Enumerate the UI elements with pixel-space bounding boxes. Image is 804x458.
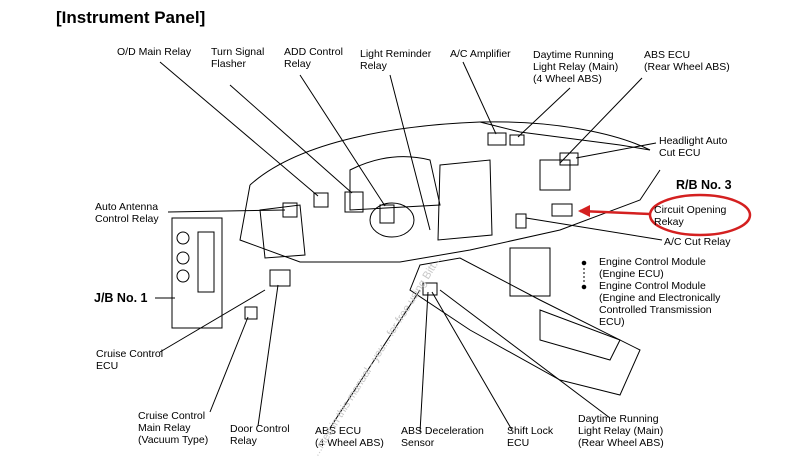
circuit-relay-part: [551, 203, 573, 217]
center-stack: [437, 159, 493, 241]
label-light-reminder-relay: Light Reminder Relay: [360, 48, 432, 72]
label-rb-no3: R/B No. 3: [676, 178, 732, 192]
dash-lower-outline: [239, 169, 661, 263]
label-cruise-control-ecu: Cruise Control ECU: [96, 348, 164, 372]
jb1-body: [171, 217, 223, 329]
dash-top-outline: [249, 121, 651, 186]
label-abs-decel-sensor: ABS Deceleration Sensor: [401, 425, 484, 449]
abs-rear-part: [539, 159, 571, 191]
label-drl-relay-rear-abs: Daytime Running Light Relay (Main) (Rear…: [578, 413, 664, 449]
flasher: [344, 191, 364, 213]
console: [409, 257, 641, 396]
add-relay: [379, 204, 395, 224]
cruise-relay-part: [244, 306, 258, 320]
headlight-part: [559, 152, 579, 166]
ac-cut-part: [515, 213, 527, 229]
dash-rear-edge: [479, 121, 651, 151]
label-ac-cut-relay: A/C Cut Relay: [664, 236, 731, 248]
label-drl-relay-4w-abs: Daytime Running Light Relay (Main) (4 Wh…: [533, 49, 619, 85]
antenna-part: [282, 202, 298, 218]
console-lid: [539, 309, 621, 361]
label-auto-antenna-relay: Auto Antenna Control Relay: [95, 201, 159, 225]
drl-part: [509, 134, 525, 146]
page-title: [Instrument Panel]: [56, 8, 206, 27]
gauge-cluster: [349, 156, 441, 211]
label-engine-control-module: Engine Control Module (Engine ECU): [599, 256, 706, 280]
label-od-main-relay: O/D Main Relay: [117, 46, 192, 58]
steering-hub: [369, 202, 415, 238]
label-abs-ecu-4w: ABS ECU (4 Wheel ABS): [315, 425, 384, 449]
label-ac-amplifier: A/C Amplifier: [450, 48, 511, 60]
left-panel: [259, 204, 306, 259]
label-circuit-opening-relay: Circuit Opening Rekay: [654, 204, 727, 228]
ecm-box: [509, 247, 551, 297]
relay-od: [313, 192, 329, 208]
label-engine-control-module-ect: Engine Control Module (Engine and Electr…: [599, 280, 721, 328]
label-abs-ecu-rear: ABS ECU (Rear Wheel ABS): [644, 49, 730, 73]
abs-sensor-part: [422, 282, 438, 296]
highlight-circle: [648, 193, 752, 237]
label-add-control-relay: ADD Control Relay: [284, 46, 343, 70]
label-shift-lock-ecu: Shift Lock ECU: [507, 425, 554, 449]
highlight-arrow: [579, 209, 651, 216]
label-cruise-control-main-relay: Cruise Control Main Relay (Vacuum Type): [138, 410, 209, 446]
ac-amp-part: [487, 132, 507, 146]
leader-lines: [155, 61, 663, 433]
label-turn-signal-flasher: Turn Signal Flasher: [211, 46, 265, 70]
label-jb-no1: J/B No. 1: [94, 291, 148, 305]
label-headlight-auto-cut-ecu: Headlight Auto Cut ECU: [659, 135, 728, 159]
door-relay-part: [269, 269, 291, 287]
label-door-control-relay: Door Control Relay: [230, 423, 290, 447]
